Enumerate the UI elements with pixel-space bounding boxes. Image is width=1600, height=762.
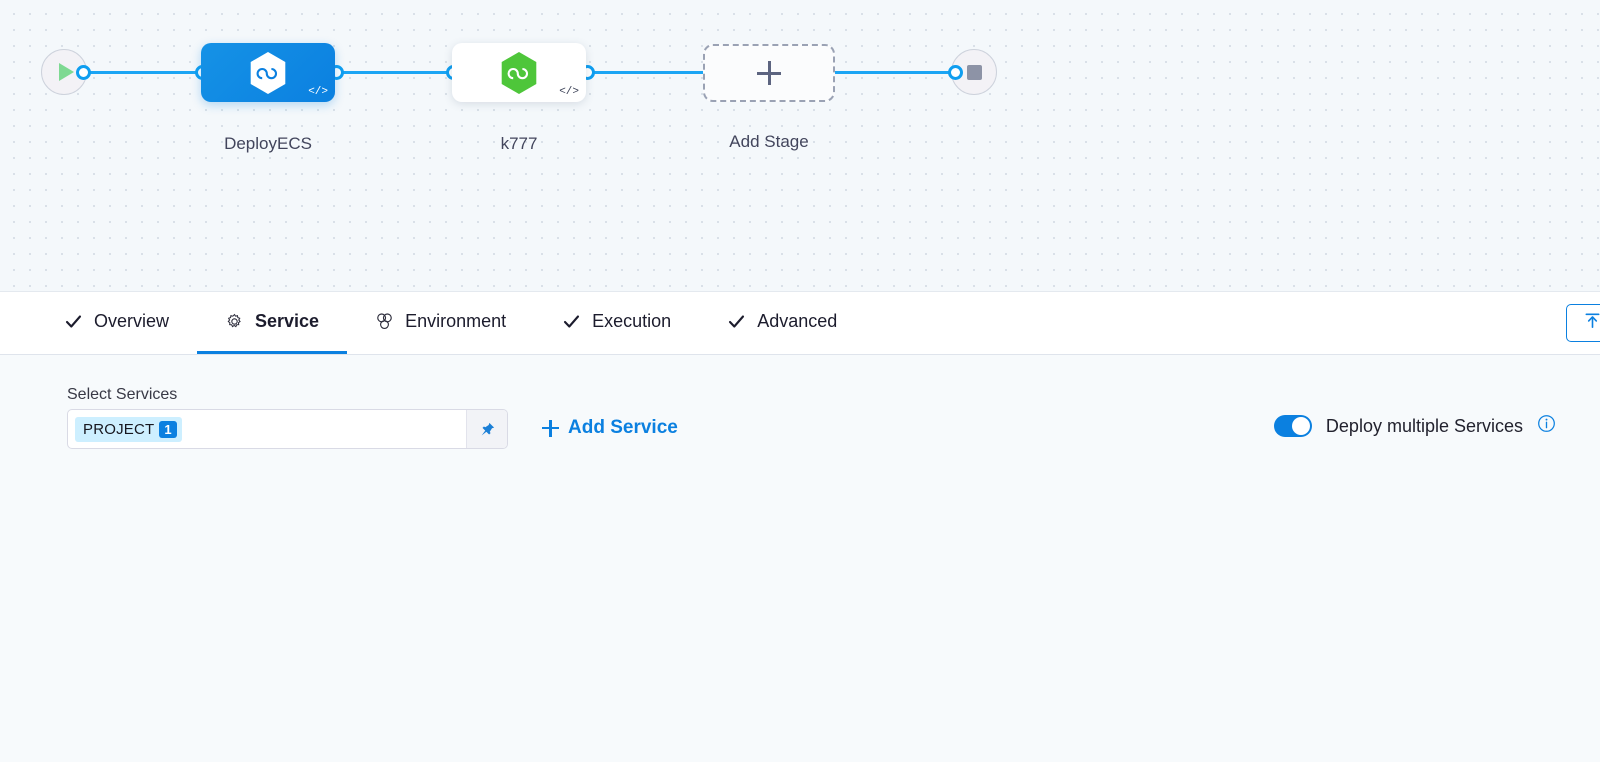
environment-icon — [375, 312, 394, 331]
stage-code-badge[interactable]: </> — [308, 86, 328, 98]
tab-execution[interactable]: Execution — [534, 292, 699, 354]
add-stage-label: Add Stage — [729, 132, 809, 151]
plus-icon — [757, 61, 781, 85]
pin-services-button[interactable] — [466, 410, 507, 448]
stage-label-deployecs: DeployECS — [224, 134, 312, 153]
pipeline-edge — [327, 71, 462, 74]
chip-count: 1 — [159, 420, 177, 438]
stage-code-badge[interactable]: </> — [559, 86, 579, 98]
node-port[interactable] — [948, 65, 963, 80]
select-services-label: Select Services — [67, 386, 178, 403]
stage-node-deployecs[interactable]: </> — [201, 43, 335, 102]
tab-environment[interactable]: Environment — [347, 292, 534, 354]
tab-label: Overview — [94, 311, 170, 331]
add-service-button[interactable]: Add Service — [542, 417, 678, 439]
tab-service[interactable]: Service — [197, 292, 348, 354]
check-icon — [727, 312, 746, 331]
pipeline-canvas[interactable]: </> </> DeployECS k777 Add Stage — [0, 0, 1600, 292]
pipeline-edge — [578, 71, 713, 74]
stage-tabbar: Overview Service Environment Execution A… — [0, 292, 1600, 355]
cd-hexagon-icon — [501, 51, 537, 94]
check-icon — [562, 312, 581, 331]
tab-label: Advanced — [757, 311, 838, 331]
check-icon — [64, 312, 83, 331]
cd-hexagon-icon — [250, 51, 286, 94]
chip-label: PROJECT — [83, 420, 155, 438]
service-tab-panel: Select Services PROJECT 1 Add Service De… — [0, 355, 1600, 762]
pin-icon — [481, 422, 494, 435]
stage-label-k777: k777 — [500, 134, 538, 153]
tab-label: Service — [255, 311, 320, 331]
pipeline-edge — [72, 71, 212, 74]
deploy-multiple-services-label: Deploy multiple Services — [1325, 415, 1523, 436]
play-icon — [58, 63, 74, 81]
tab-overview[interactable]: Overview — [36, 292, 197, 354]
save-as-template-icon — [1583, 311, 1600, 335]
node-port[interactable] — [76, 65, 91, 80]
tab-label: Execution — [592, 311, 672, 331]
stage-node-k777[interactable]: </> — [452, 43, 586, 102]
pipeline-edge — [825, 71, 960, 74]
toggle-knob — [1291, 417, 1310, 435]
gear-icon — [225, 312, 244, 331]
stop-icon — [966, 64, 982, 80]
add-service-label: Add Service — [568, 417, 678, 438]
tab-advanced[interactable]: Advanced — [699, 292, 865, 354]
info-icon[interactable] — [1537, 414, 1556, 438]
select-services-input[interactable]: PROJECT 1 — [67, 409, 508, 449]
selected-services-chip[interactable]: PROJECT 1 — [75, 416, 182, 442]
add-stage-node[interactable] — [703, 44, 835, 102]
select-services-field[interactable]: PROJECT 1 — [68, 410, 466, 448]
deploy-multiple-services-group: Deploy multiple Services — [1273, 414, 1556, 438]
deploy-multiple-services-toggle[interactable] — [1273, 415, 1312, 437]
tab-label: Environment — [405, 311, 507, 331]
save-as-template-button[interactable]: S — [1565, 304, 1600, 342]
plus-icon — [542, 419, 559, 437]
